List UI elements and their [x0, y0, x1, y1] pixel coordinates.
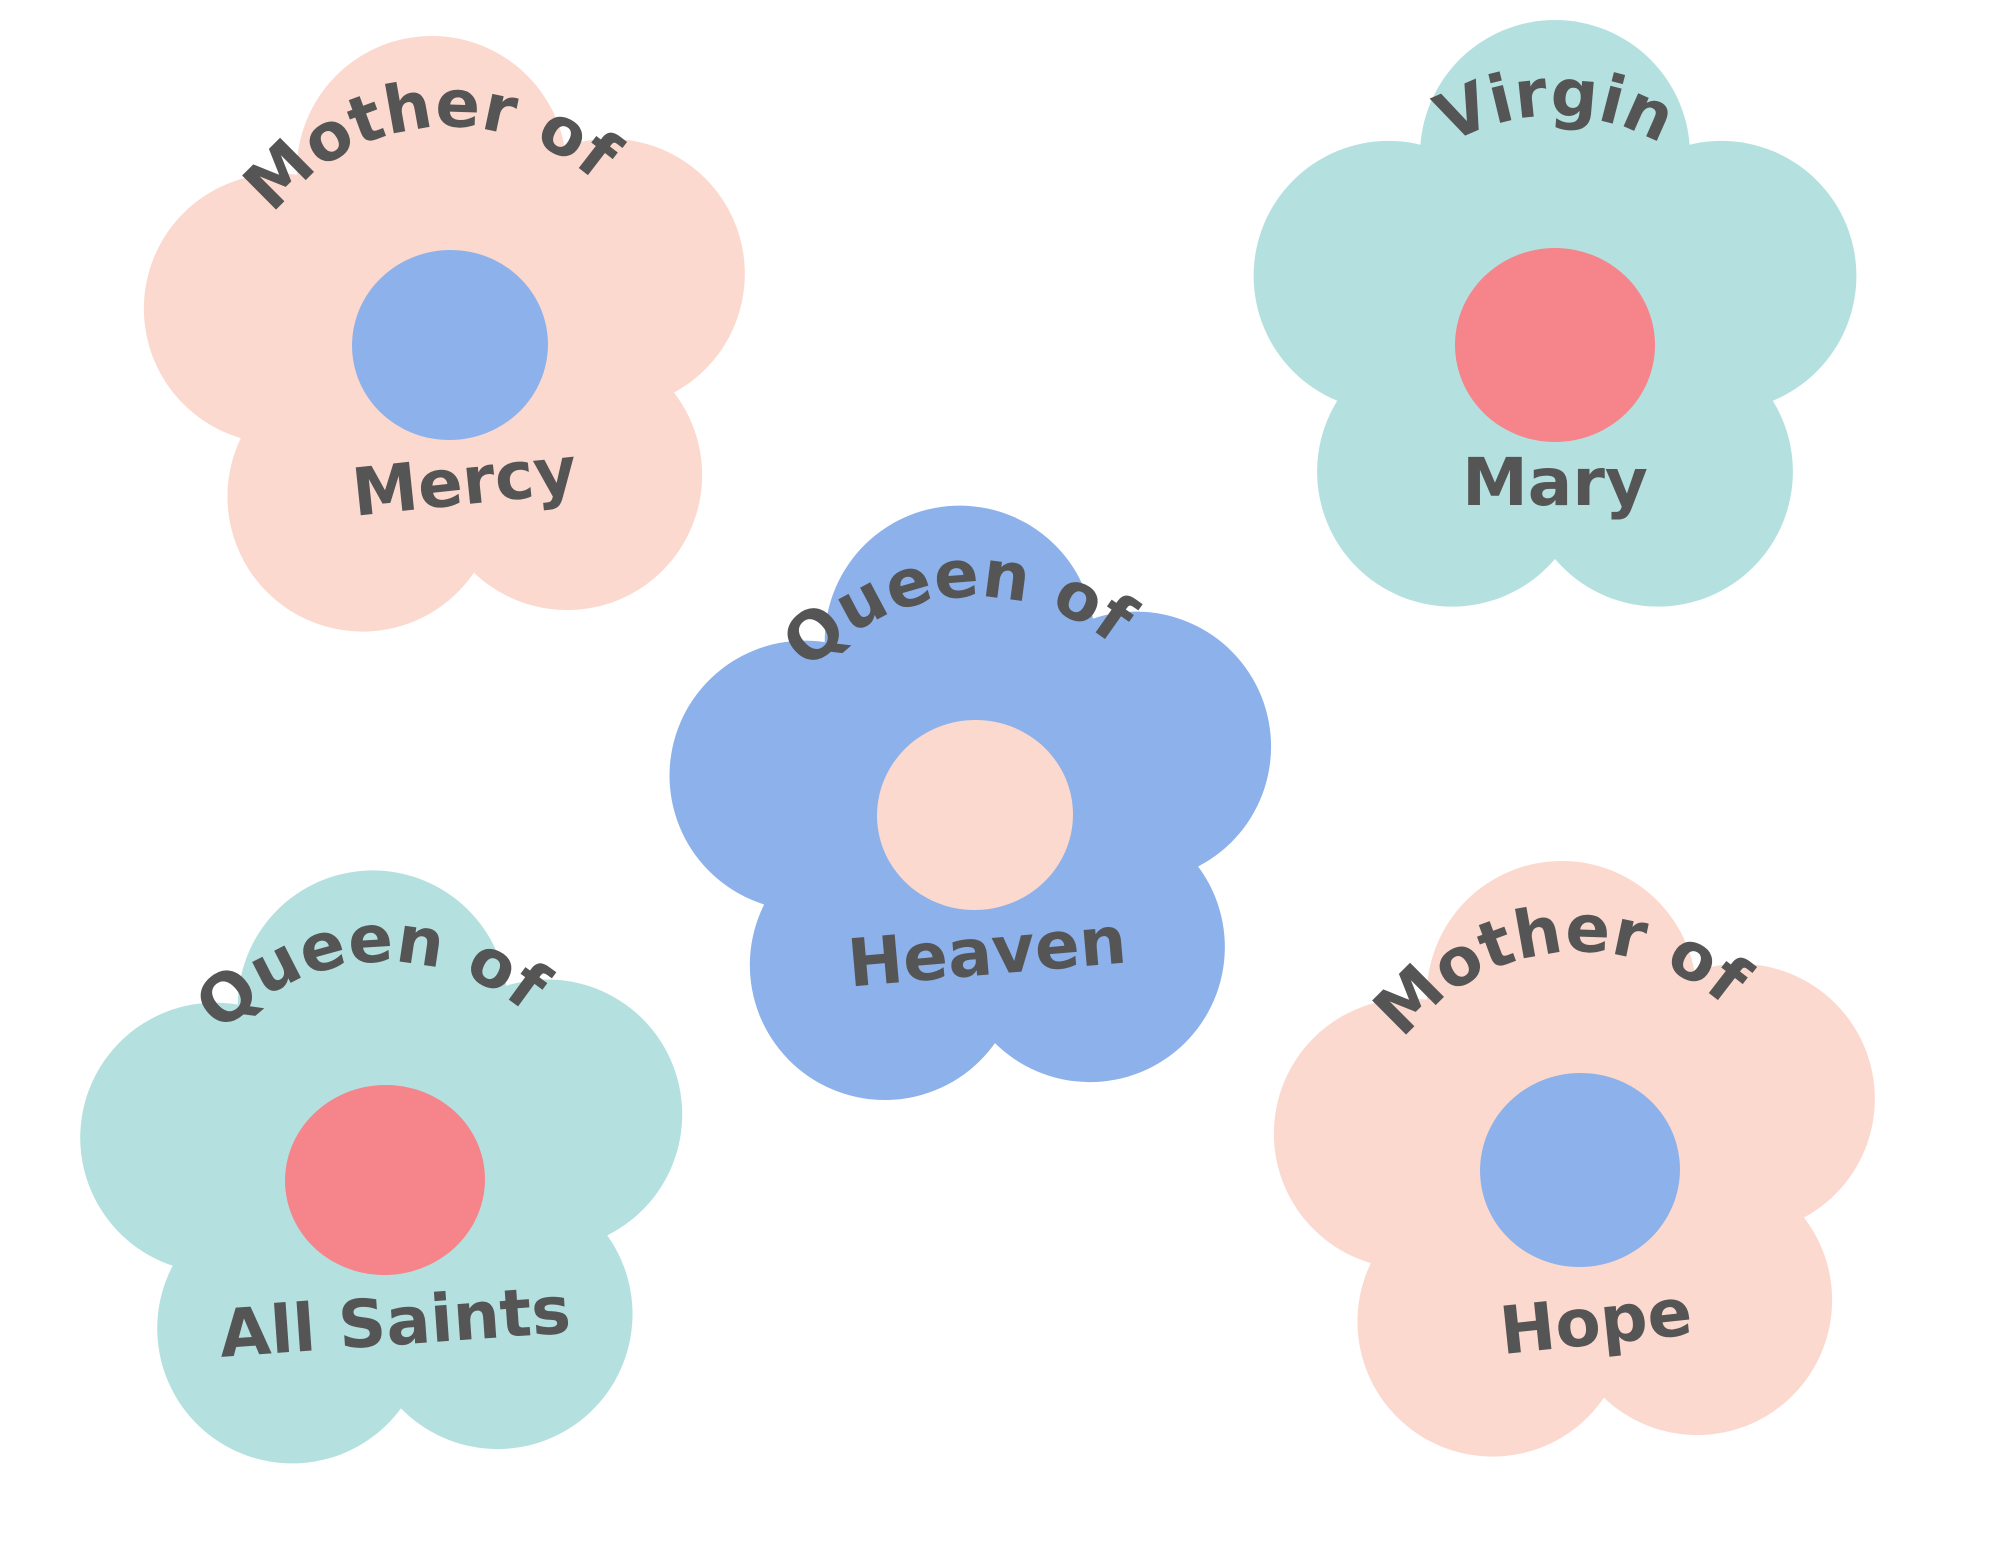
flower-queen-of-heaven: Queen of Heaven — [669, 505, 1272, 1101]
petal — [80, 1002, 351, 1273]
petal — [1273, 998, 1544, 1269]
flower-center — [877, 719, 1073, 911]
petal — [143, 173, 414, 444]
petal — [669, 640, 940, 911]
flower-center — [285, 1084, 485, 1276]
flower-mother-of-mercy: Mother of Mercy — [143, 35, 745, 632]
flower-queen-of-all-saints: Queen of All Saints — [80, 870, 683, 1464]
flower-center — [1480, 1072, 1680, 1268]
flower-center — [1455, 248, 1655, 442]
flower-mother-of-hope: Mother of Hope — [1273, 860, 1875, 1457]
flower-petals — [80, 870, 683, 1464]
flower-virgin-mary: Virgin Mary — [1253, 20, 1857, 607]
flower-center — [352, 249, 548, 441]
flower-label-bottom: Mary — [1462, 444, 1648, 521]
